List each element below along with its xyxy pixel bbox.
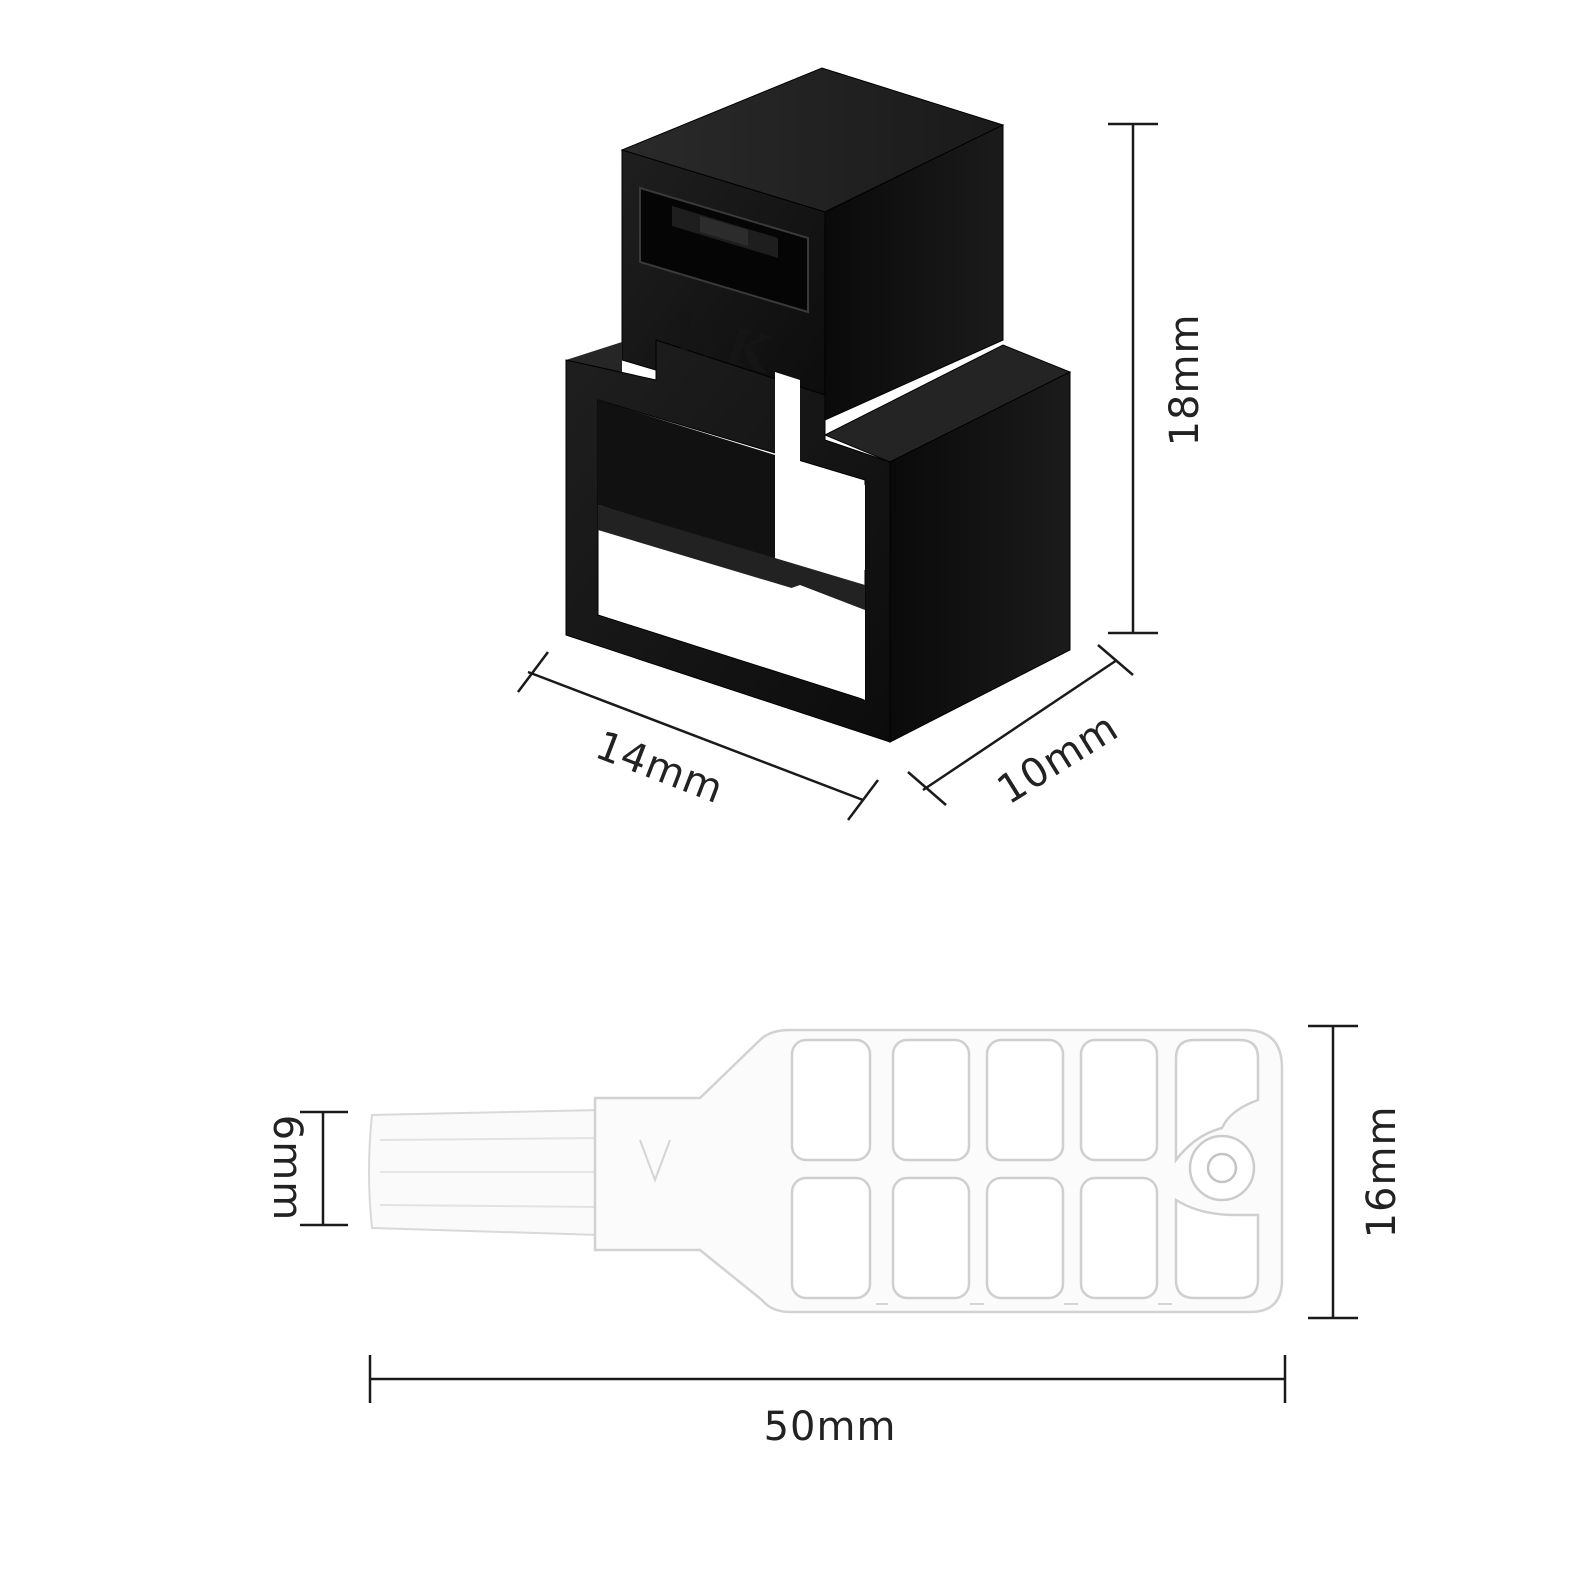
height-label: 18mm: [1162, 314, 1208, 447]
key-cell: [790, 1038, 872, 1162]
removal-key-illustration: [368, 1028, 1284, 1314]
width-label: 14mm: [589, 723, 729, 814]
connector-bottom-window: [700, 585, 865, 700]
total-length-dimension: 50mm: [368, 1355, 1287, 1450]
height-dimension: 18mm: [1108, 122, 1208, 635]
key-grid-top-row: [790, 1038, 1260, 1164]
depth-label: 10mm: [990, 704, 1127, 813]
key-cell: [891, 1176, 971, 1300]
key-cell: [1079, 1176, 1159, 1300]
tip-height-label: 6mm: [264, 1115, 310, 1221]
key-cell: [790, 1176, 872, 1300]
key-tip-groove-1: [379, 1137, 599, 1141]
key-cell: [985, 1038, 1065, 1162]
key-ring-hole-inner: [1206, 1152, 1238, 1184]
key-cell-ring-area: [1174, 1038, 1260, 1164]
key-grid-bottom-row: [790, 1176, 1260, 1300]
key-cell: [1079, 1038, 1159, 1162]
connector-inner-bar: [598, 505, 865, 610]
key-tip-groove-3: [379, 1204, 599, 1208]
key-cell: [891, 1038, 971, 1162]
key-cell: [985, 1176, 1065, 1300]
total-length-label: 50mm: [764, 1404, 897, 1450]
rj45-connector-illustration: WK: [565, 67, 1072, 743]
handle-height-dimension: 16mm: [1308, 1024, 1405, 1320]
handle-height-label: 16mm: [1359, 1106, 1405, 1239]
key-logo-mark: [639, 1139, 671, 1183]
connector-inner-shadow: [598, 400, 775, 560]
connector-window-cutout: [775, 372, 865, 570]
connector-port-tab: [700, 216, 748, 246]
tip-height-dimension: 6mm: [264, 1110, 348, 1227]
key-cell-ring-area-lower: [1174, 1197, 1260, 1300]
